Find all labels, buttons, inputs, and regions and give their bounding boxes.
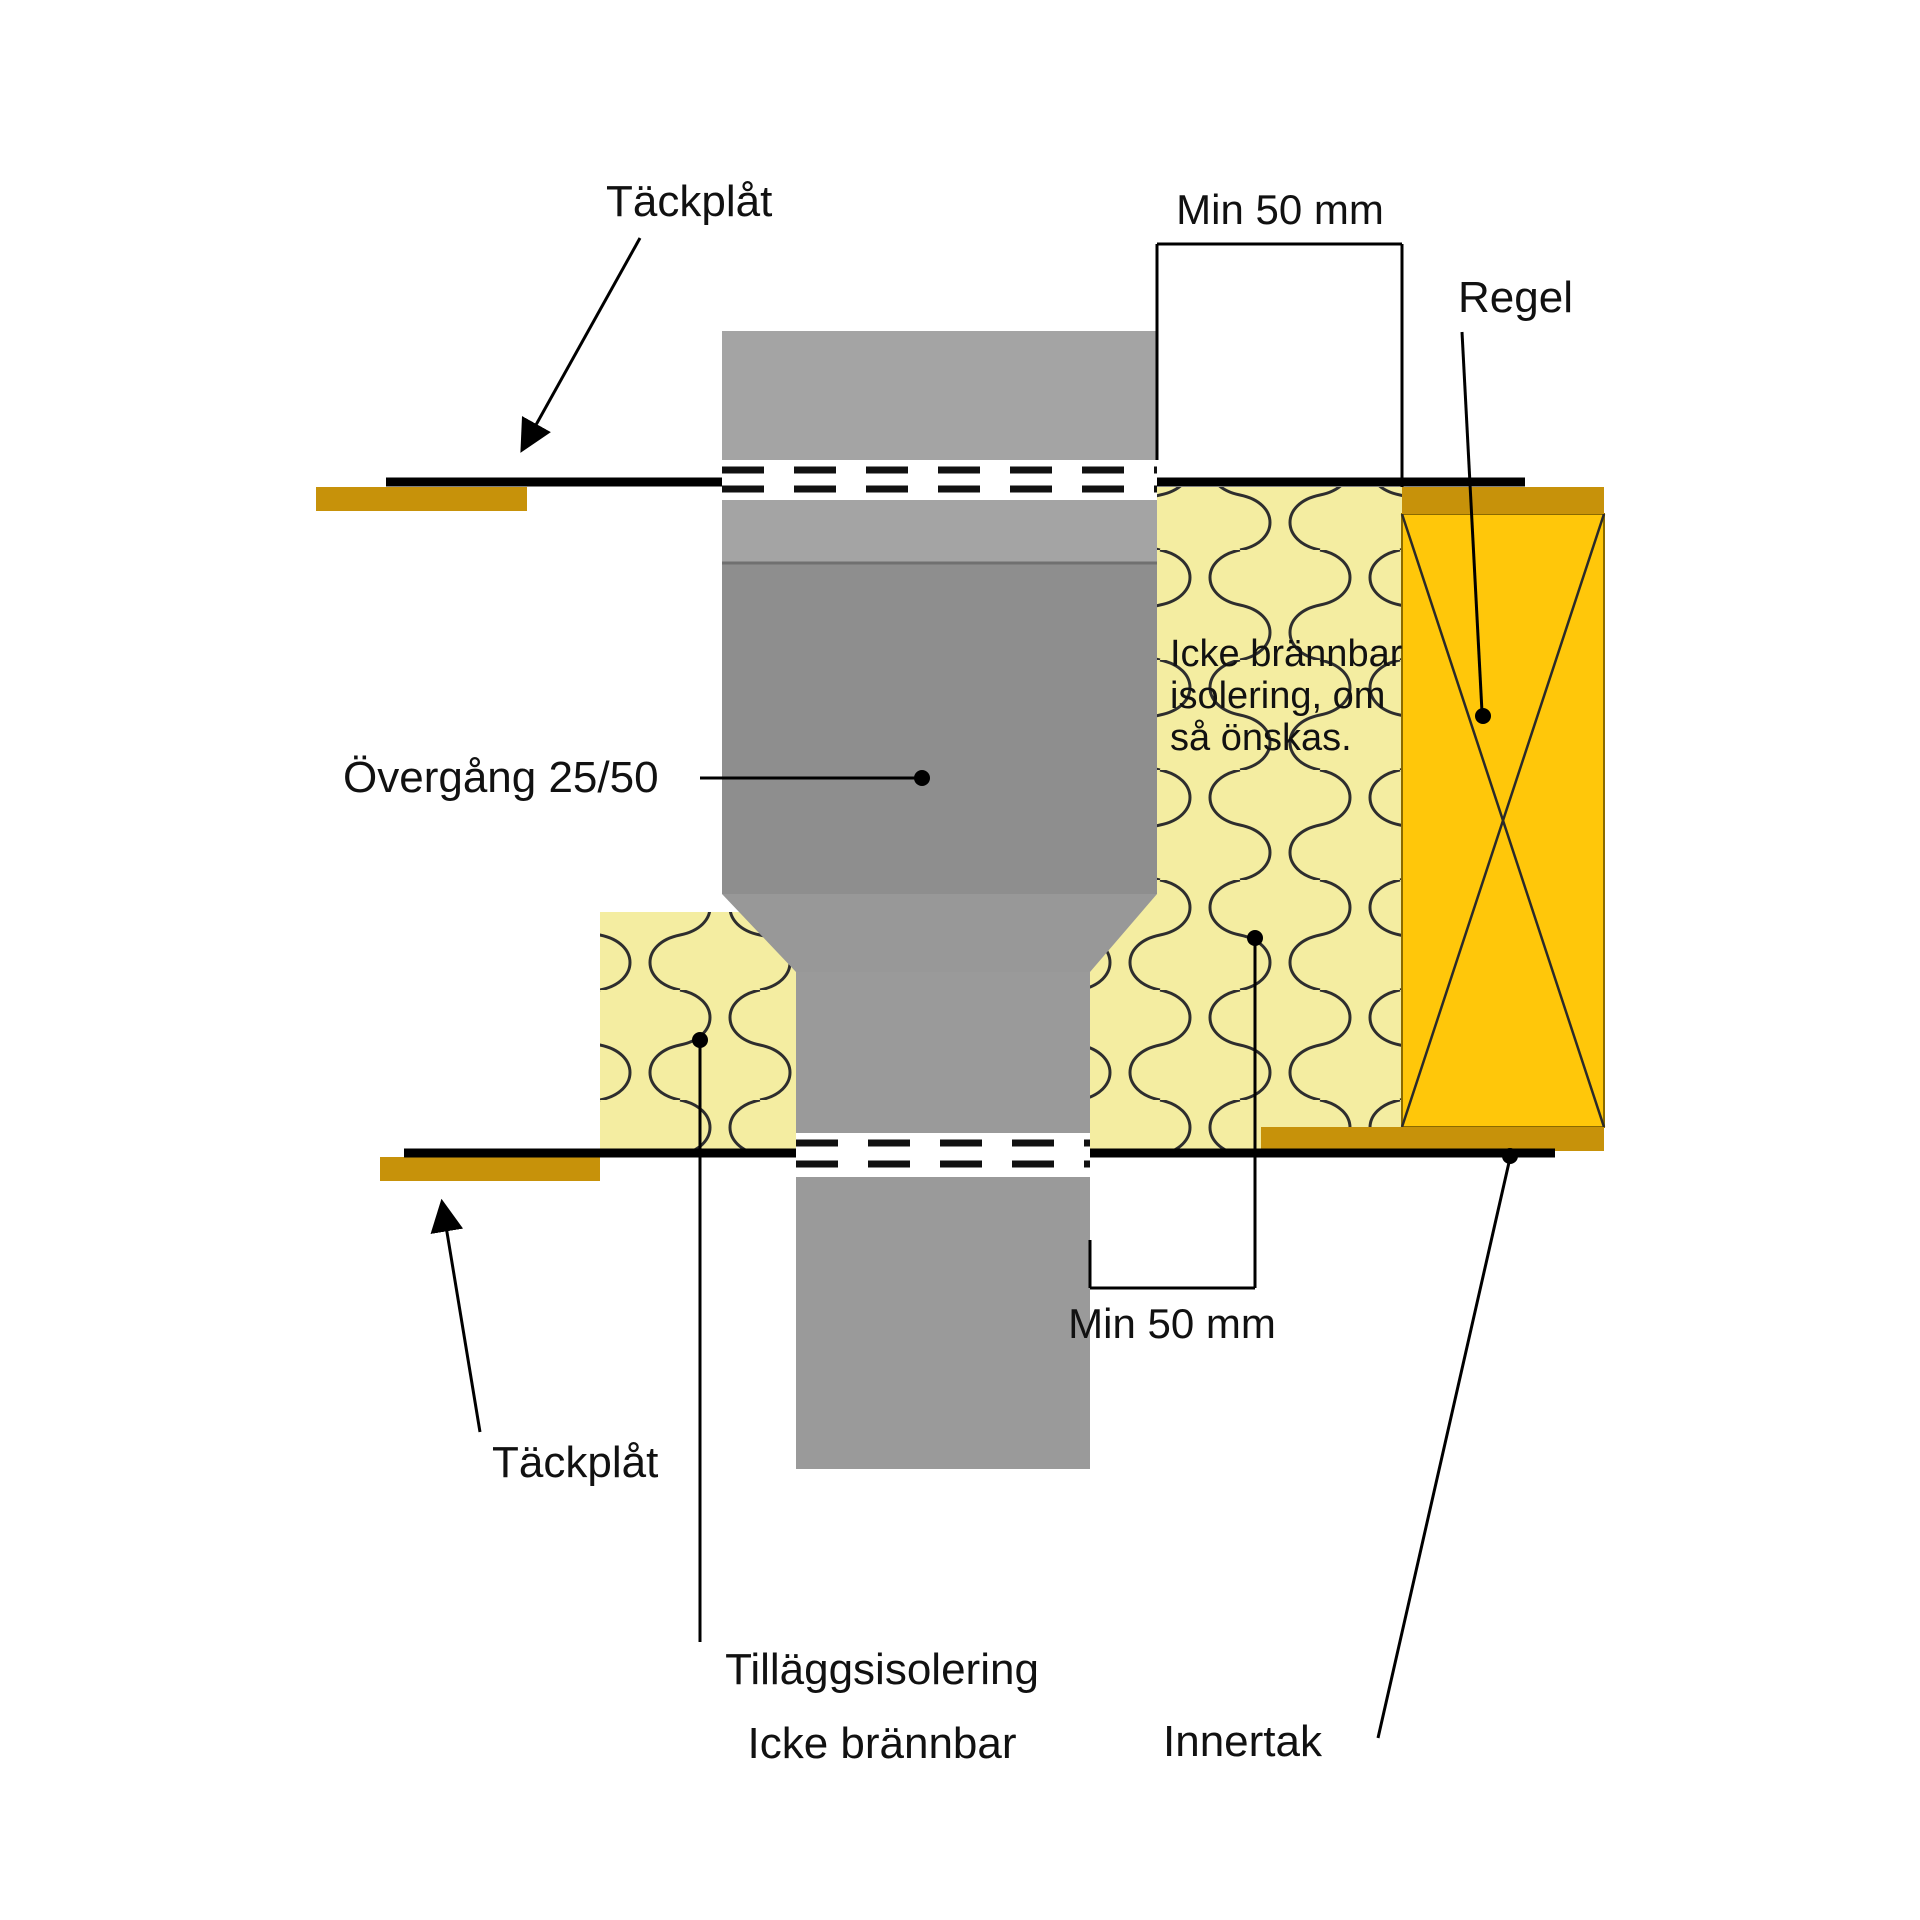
regel-leader-line xyxy=(1460,331,1484,713)
dimension-bottom-reference-dot xyxy=(1247,930,1263,946)
icke-brannbar-note: Icke brännbar isolering, om så önskas. xyxy=(1170,633,1403,759)
tackplat-bottom-arrow xyxy=(430,1198,482,1433)
tillaggsisolering-leader-dot xyxy=(692,1032,708,1048)
cover-plate-bottom-left xyxy=(380,1157,600,1181)
overgang-leader-dot xyxy=(914,770,930,786)
tillaggsisolering-note: Tilläggsisolering Icke brännbar xyxy=(725,1645,1039,1768)
tackplat-top-label: Täckplåt xyxy=(606,177,772,226)
regel-cross-line-2 xyxy=(1400,513,1606,1128)
insulation-left-wool-texture xyxy=(600,912,796,1149)
icke-brannbar-line-2: isolering, om xyxy=(1170,675,1385,717)
innertak-label: Innertak xyxy=(1163,1717,1323,1766)
cover-plate-top-left xyxy=(316,487,527,511)
top-crossing-gap xyxy=(722,460,1157,500)
innertak-leader-line xyxy=(1376,1157,1512,1739)
icke-brannbar-line-3: så önskas. xyxy=(1170,717,1352,759)
min-50-mm-bottom-label: Min 50 mm xyxy=(1068,1300,1276,1347)
tillaggsisolering-line-1: Tilläggsisolering xyxy=(725,1645,1039,1694)
innertak-leader-dot xyxy=(1502,1148,1518,1164)
cover-plate-top-right xyxy=(1402,487,1604,514)
icke-brannbar-line-1: Icke brännbar xyxy=(1170,633,1403,675)
overgang-label: Övergång 25/50 xyxy=(343,753,659,802)
insulation-left xyxy=(600,912,796,1149)
duct-middle-section xyxy=(722,563,1157,894)
regel-label: Regel xyxy=(1458,273,1573,322)
duct xyxy=(722,331,1157,1469)
duct-lower-section xyxy=(796,972,1090,1469)
tackplat-bottom-label: Täckplåt xyxy=(492,1438,658,1487)
duct-upper-section xyxy=(722,331,1157,563)
ceiling-lines xyxy=(386,477,1555,1158)
dimension-top-min50 xyxy=(1155,242,1404,487)
top-duct-crossing xyxy=(722,460,1157,500)
duct-transition-25-50 xyxy=(722,894,1157,972)
cover-plate-bottom-right xyxy=(1261,1127,1604,1151)
bottom-duct-crossing xyxy=(796,1133,1090,1177)
tackplat-top-arrow xyxy=(520,237,642,453)
min-50-mm-top-label: Min 50 mm xyxy=(1176,186,1384,233)
dimension-bottom-min50 xyxy=(1088,938,1257,1290)
regel-leader-dot xyxy=(1475,708,1491,724)
tillaggsisolering-line-2: Icke brännbar xyxy=(747,1719,1016,1768)
regel-stud xyxy=(1400,513,1606,1128)
